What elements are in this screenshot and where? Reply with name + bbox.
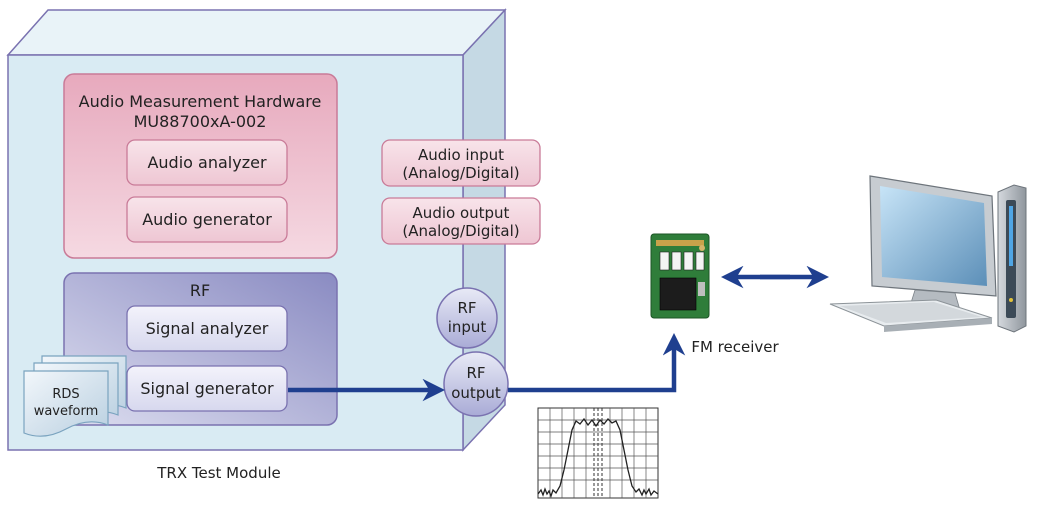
- spectrum-graph-icon: [537, 407, 659, 499]
- rf-input-line1: RF: [457, 299, 476, 317]
- rf-input-line2: input: [448, 318, 487, 336]
- audio-generator-box: Audio generator: [126, 196, 288, 243]
- module-label: TRX Test Module: [156, 464, 280, 482]
- audio-input-line2: (Analog/Digital): [402, 164, 519, 182]
- rds-label-line2: waveform: [34, 404, 99, 419]
- fm-receiver-board-icon: [650, 233, 710, 319]
- audio-hw-model: MU88700xA-002: [134, 112, 267, 131]
- audio-hw-title: Audio Measurement Hardware: [79, 92, 322, 111]
- rf-input-port: RF input: [436, 287, 498, 349]
- audio-analyzer-label: Audio analyzer: [147, 153, 266, 172]
- box-top-face: [6, 9, 507, 56]
- signal-arrows: [288, 265, 829, 402]
- rf-output-line1: RF: [466, 364, 485, 382]
- audio-generator-label: Audio generator: [142, 210, 272, 229]
- audio-output-line1: Audio output: [413, 204, 510, 222]
- audio-input-box: Audio input (Analog/Digital): [381, 139, 541, 187]
- audio-output-box: Audio output (Analog/Digital): [381, 197, 541, 245]
- fm-receiver-label: FM receiver: [691, 338, 779, 356]
- signal-generator-label: Signal generator: [140, 379, 274, 398]
- signal-analyzer-box: Signal analyzer: [126, 305, 288, 352]
- signal-analyzer-label: Signal analyzer: [146, 319, 269, 338]
- rf-output-port: RF output: [443, 351, 509, 417]
- audio-output-line2: (Analog/Digital): [402, 222, 519, 240]
- rds-label-line1: RDS: [52, 387, 79, 402]
- signal-generator-box: Signal generator: [126, 365, 288, 412]
- audio-input-line1: Audio input: [418, 146, 504, 164]
- rf-title: RF: [190, 281, 210, 300]
- rf-output-line2: output: [451, 384, 501, 402]
- rds-document-stack-icon: RDS waveform: [23, 355, 127, 437]
- arrow-output-to-receiver: [508, 333, 686, 393]
- audio-analyzer-box: Audio analyzer: [126, 139, 288, 186]
- desktop-computer-icon: [829, 175, 1027, 333]
